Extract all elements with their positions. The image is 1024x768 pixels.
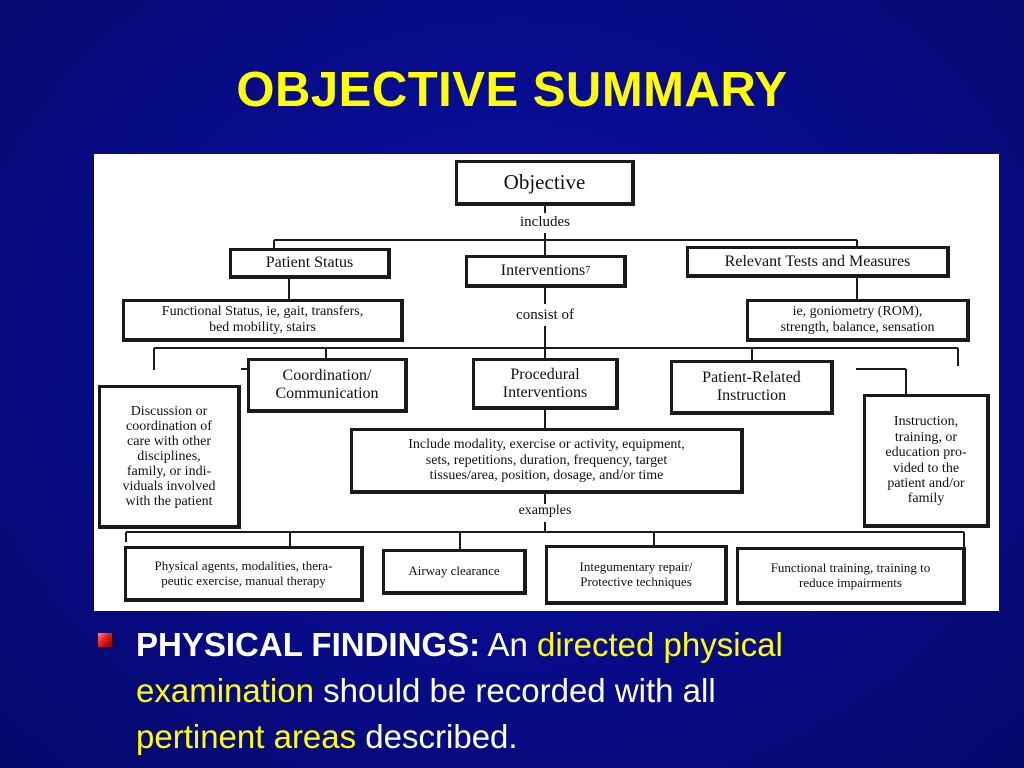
airway-clearance-box: Airway clearance — [382, 549, 527, 595]
objective-box: Objective — [455, 160, 635, 206]
highlight-examination: examination — [136, 672, 314, 709]
discussion-coordination-box: Discussion or coordination of care with … — [98, 385, 241, 529]
interventions-label: Interventions — [500, 262, 586, 280]
relevant-tests-box: Relevant Tests and Measures — [686, 246, 950, 278]
goniometry-box: ie, goniometry (ROM), strength, balance,… — [746, 299, 970, 342]
consist-of-label: consist of — [516, 307, 574, 323]
coordination-communication-box: Coordination/ Communication — [247, 358, 408, 413]
bullet-heading: PHYSICAL FINDINGS: — [136, 626, 481, 663]
includes-label: includes — [520, 214, 570, 230]
connector-lines — [125, 206, 965, 549]
physical-agents-box: Physical agents, modalities, thera- peut… — [124, 546, 364, 602]
highlight-pertinent-areas: pertinent areas — [136, 718, 357, 755]
functional-status-box: Functional Status, ie, gait, transfers, … — [122, 299, 404, 342]
examples-label: examples — [518, 503, 572, 518]
highlight-directed-physical: directed physical — [536, 626, 783, 663]
objective-flowchart: Objective includes Patient Status Interv… — [94, 154, 999, 611]
instruction-training-box: Instruction, training, or education pro-… — [863, 394, 990, 528]
square-bullet-icon — [98, 633, 112, 647]
slide-title: OBJECTIVE SUMMARY — [236, 63, 788, 117]
patient-related-instruction-box: Patient-Related Instruction — [670, 360, 834, 415]
include-modality-box: Include modality, exercise or activity, … — [350, 428, 744, 494]
patient-status-box: Patient Status — [229, 248, 391, 279]
interventions-superscript: 7 — [585, 265, 591, 277]
functional-training-box: Functional training, training to reduce … — [736, 547, 966, 605]
integumentary-repair-box: Integumentary repair/ Protective techniq… — [545, 545, 728, 605]
procedural-interventions-box: Procedural Interventions — [472, 358, 619, 410]
